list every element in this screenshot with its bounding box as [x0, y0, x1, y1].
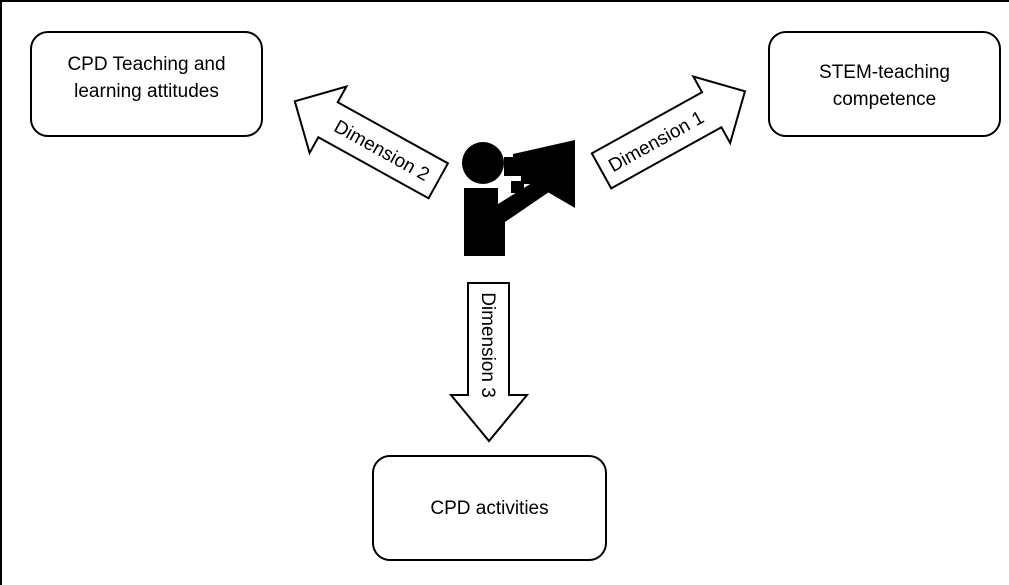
dimension-1-arrow-shape	[590, 74, 747, 190]
cpd-activities-box: CPD activities	[372, 455, 607, 561]
dimension-2-arrow-shape	[293, 84, 450, 200]
cpd-teaching-learning-attitudes-box: CPD Teaching and learning attitudes	[30, 31, 263, 137]
dimension-3-arrow-shape	[448, 282, 530, 443]
stem-teaching-competence-label: STEM-teaching competence	[819, 62, 950, 110]
dimension-3-arrow: Dimension 3	[448, 282, 530, 443]
stem-teaching-competence-box: STEM-teaching competence	[768, 31, 1001, 137]
dimension-1-arrow: Dimension 1	[590, 74, 747, 190]
cpd-teaching-learning-attitudes-label: CPD Teaching and learning attitudes	[67, 54, 226, 102]
cpd-activities-label: CPD activities	[430, 497, 549, 519]
dimension-3-arrow-label: Dimension 3	[477, 292, 498, 398]
dimension-2-arrow: Dimension 2	[293, 84, 450, 200]
person-megaphone-icon	[462, 140, 575, 256]
